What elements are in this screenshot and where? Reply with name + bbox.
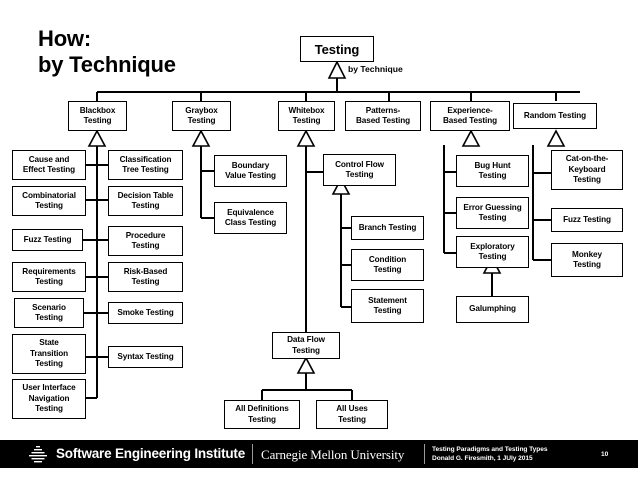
node-user-interface-navigation-testing[interactable]: User Interface Navigation Testing <box>12 379 86 419</box>
node-equivalence-class-testing[interactable]: Equivalence Class Testing <box>214 202 287 234</box>
node-procedure-testing[interactable]: Procedure Testing <box>108 226 183 256</box>
node-fuzz-testing-random[interactable]: Fuzz Testing <box>551 208 623 232</box>
node-fuzz-testing-blackbox[interactable]: Fuzz Testing <box>12 229 83 251</box>
node-testing[interactable]: Testing <box>300 36 374 62</box>
footer-divider-2 <box>424 444 425 464</box>
node-boundary-value-testing[interactable]: Boundary Value Testing <box>214 155 287 187</box>
node-galumphing[interactable]: Galumphing <box>456 296 529 323</box>
node-statement-testing[interactable]: Statement Testing <box>351 289 424 323</box>
node-control-flow-testing[interactable]: Control Flow Testing <box>323 154 396 186</box>
node-condition-testing[interactable]: Condition Testing <box>351 249 424 281</box>
footer-institute-name: Software Engineering Institute <box>56 446 246 461</box>
node-decision-table-testing[interactable]: Decision Table Testing <box>108 186 183 216</box>
node-bug-hunt-testing[interactable]: Bug Hunt Testing <box>456 155 529 187</box>
node-state-transition-testing[interactable]: State Transition Testing <box>12 334 86 374</box>
relationship-caption: by Technique <box>348 64 403 74</box>
node-cat-on-the-keyboard-testing[interactable]: Cat-on-the- Keyboard Testing <box>551 150 623 190</box>
node-exploratory-testing[interactable]: Exploratory Testing <box>456 236 529 268</box>
node-all-definitions-testing[interactable]: All Definitions Testing <box>224 400 300 429</box>
node-requirements-testing[interactable]: Requirements Testing <box>12 262 86 292</box>
sei-logo-icon <box>29 446 47 463</box>
node-scenario-testing[interactable]: Scenario Testing <box>14 298 84 328</box>
node-syntax-testing[interactable]: Syntax Testing <box>108 346 183 368</box>
node-experience-based-testing[interactable]: Experience- Based Testing <box>430 101 510 131</box>
node-random-testing[interactable]: Random Testing <box>513 103 597 129</box>
node-branch-testing[interactable]: Branch Testing <box>351 216 424 240</box>
node-classification-tree-testing[interactable]: Classification Tree Testing <box>108 150 183 180</box>
node-patterns-based-testing[interactable]: Patterns- Based Testing <box>345 101 421 131</box>
node-graybox-testing[interactable]: Graybox Testing <box>172 101 231 131</box>
node-combinatorial-testing[interactable]: Combinatorial Testing <box>12 186 86 216</box>
node-cause-and-effect-testing[interactable]: Cause and Effect Testing <box>12 150 86 180</box>
page-title: How: by Technique <box>38 26 176 77</box>
footer-doc-title: Testing Paradigms and Testing Types <box>432 446 548 453</box>
footer-doc-author-date: Donald G. Firesmith, 1 JUly 2015 <box>432 455 533 462</box>
node-monkey-testing[interactable]: Monkey Testing <box>551 243 623 277</box>
node-all-uses-testing[interactable]: All Uses Testing <box>316 400 388 429</box>
footer-banner: Software Engineering Institute Carnegie … <box>0 440 638 468</box>
footer-divider-1 <box>252 444 253 464</box>
footer-university-name: Carnegie Mellon University <box>261 447 405 462</box>
node-whitebox-testing[interactable]: Whitebox Testing <box>278 101 335 131</box>
node-smoke-testing[interactable]: Smoke Testing <box>108 302 183 324</box>
node-data-flow-testing[interactable]: Data Flow Testing <box>272 332 340 359</box>
footer-page-number: 10 <box>601 451 609 458</box>
node-blackbox-testing[interactable]: Blackbox Testing <box>68 101 127 131</box>
node-error-guessing-testing[interactable]: Error Guessing Testing <box>456 197 529 229</box>
node-risk-based-testing[interactable]: Risk-Based Testing <box>108 262 183 292</box>
